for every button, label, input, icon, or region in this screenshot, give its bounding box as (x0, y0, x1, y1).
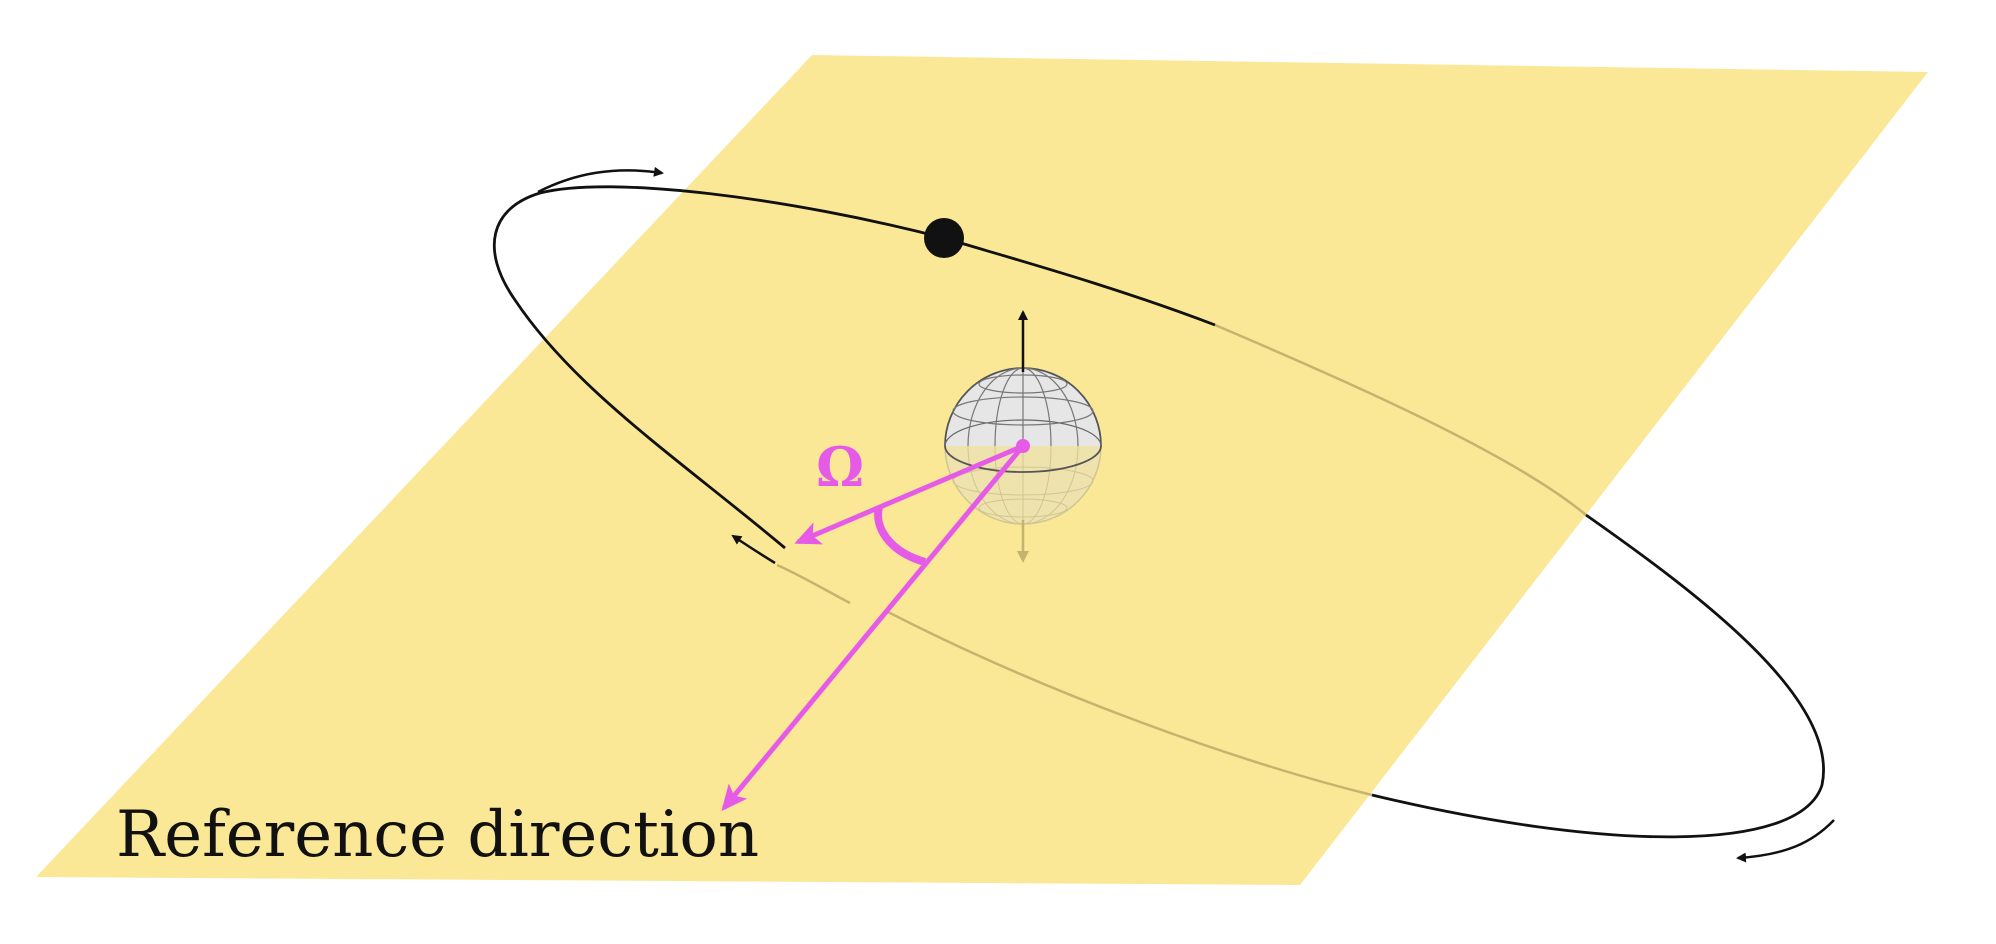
orbit-path (492, 185, 1216, 550)
origin-dot (1016, 439, 1030, 453)
orbit-hidden-segment (1214, 323, 1587, 516)
curved-arrow-icon (537, 166, 664, 194)
orbit-path (1371, 513, 1825, 839)
reference-direction-label: Reference direction (116, 798, 759, 872)
curved-arrow-icon (731, 534, 776, 565)
orbit-hidden-segment (887, 610, 1373, 797)
reference-direction-vector (721, 444, 1025, 812)
ascending-node-vector (794, 443, 1024, 545)
omega-label: Ω (816, 435, 864, 499)
curved-arrow-icon (1736, 819, 1835, 863)
reference-plane (36, 55, 1928, 885)
orbit-hidden-segment (776, 563, 851, 605)
satellite-dot (924, 218, 964, 258)
omega-angle-arc (874, 506, 927, 566)
